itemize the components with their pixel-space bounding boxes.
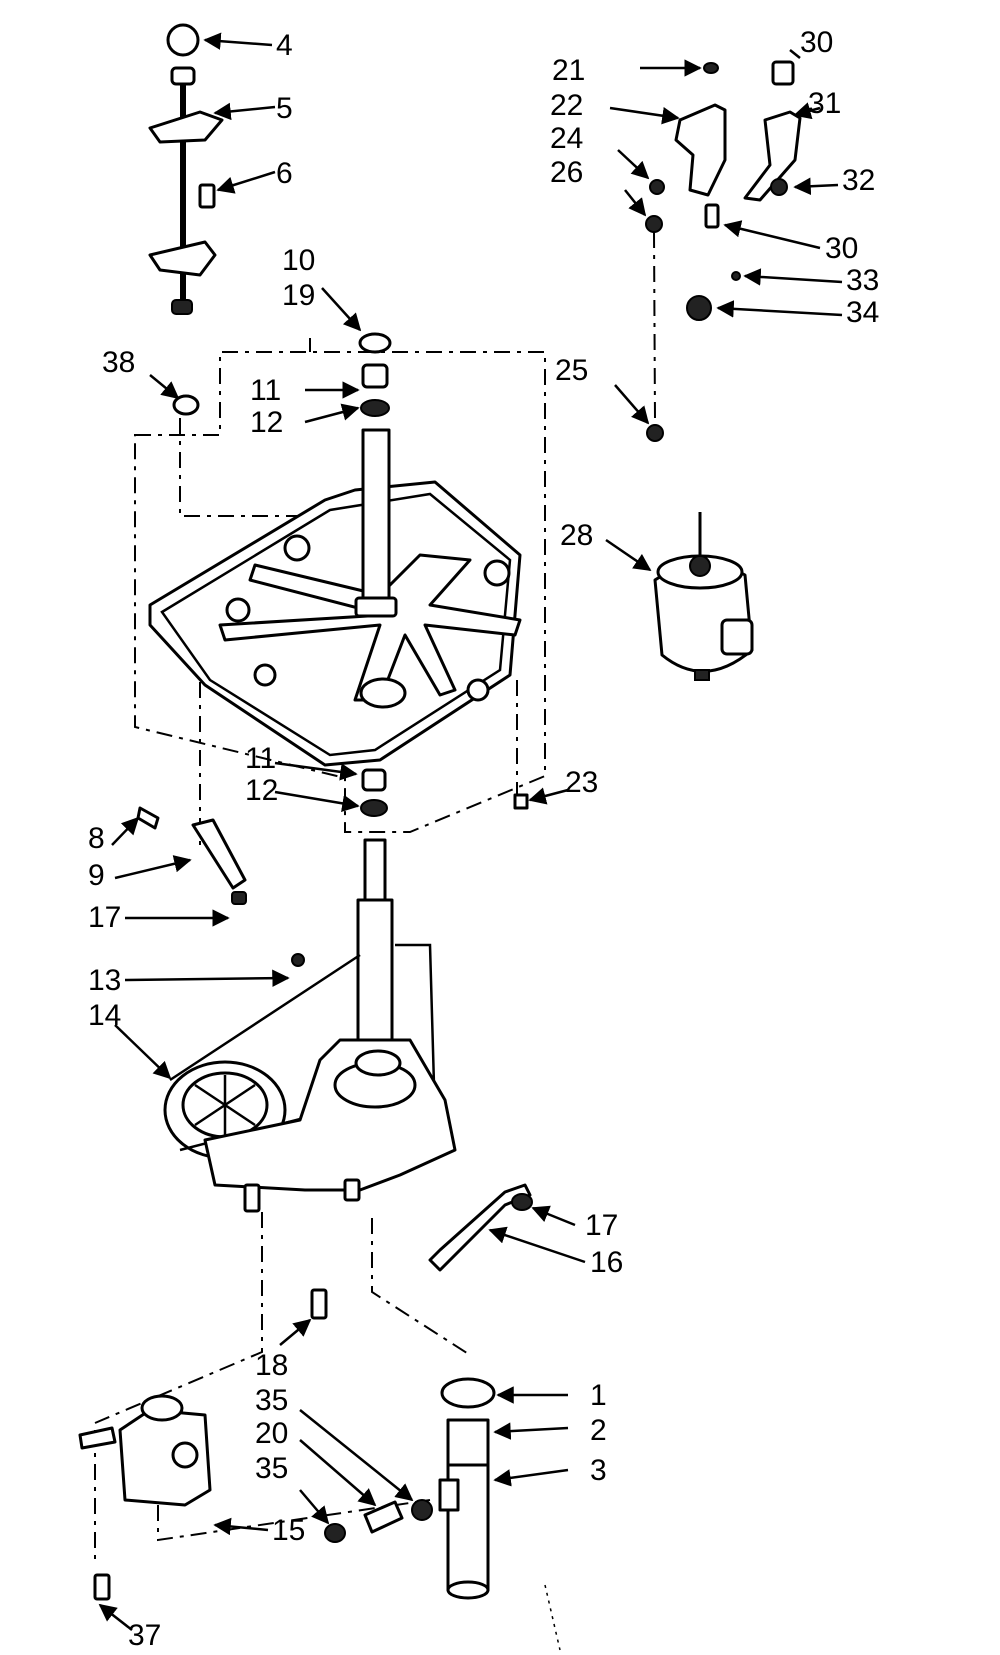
part-6-screw — [198, 183, 216, 209]
part-11-bearing-lower — [361, 768, 387, 792]
label-10: 10 — [282, 244, 315, 277]
leader-dashed — [653, 231, 656, 421]
part-bushing — [170, 66, 196, 86]
label-26: 26 — [550, 156, 583, 189]
label-37: 37 — [128, 1619, 161, 1652]
part-rod-end — [171, 299, 193, 315]
callout-arrows — [98, 32, 843, 1631]
part-labels: 4 5 6 10 19 11 12 38 21 22 24 26 30 31 3… — [88, 26, 879, 1652]
part-23-clip — [513, 793, 529, 810]
label-1: 1 — [590, 1379, 607, 1412]
part-11-bearing — [361, 363, 389, 389]
part-8-screw — [136, 806, 160, 830]
label-9: 9 — [88, 859, 105, 892]
part-15-pump — [78, 1394, 212, 1507]
part-37-screw — [93, 1573, 111, 1601]
label-30: 30 — [825, 232, 858, 265]
label-31: 31 — [808, 87, 841, 120]
boundary-outer — [134, 351, 546, 833]
part-4-knob — [166, 23, 200, 57]
label-11: 11 — [250, 374, 281, 407]
switch-hardware — [645, 60, 802, 442]
part-bracket-lower — [148, 240, 217, 277]
part-38-plug — [172, 394, 200, 416]
label-20: 20 — [255, 1417, 288, 1450]
label-17-left: 17 — [88, 901, 121, 934]
part-22-bracket — [674, 103, 727, 197]
label-5: 5 — [276, 92, 293, 125]
part-20-tube — [363, 1500, 404, 1534]
part-30-screw-top — [771, 60, 795, 86]
label-25: 25 — [555, 354, 588, 387]
part-28-motor — [653, 512, 754, 681]
label-2: 2 — [590, 1414, 607, 1447]
label-16: 16 — [590, 1246, 623, 1279]
boundary-inner — [179, 338, 316, 517]
label-4: 4 — [276, 29, 293, 62]
part-9-bracket — [191, 818, 247, 890]
part-12-washer — [360, 399, 390, 417]
part-21-nut — [703, 62, 719, 74]
label-24: 24 — [550, 122, 583, 155]
leader-dotted — [544, 1584, 561, 1651]
part-24-nut — [649, 179, 665, 195]
leader-pump-inlet — [157, 1499, 431, 1542]
label-17-right: 17 — [585, 1209, 618, 1242]
label-18: 18 — [255, 1349, 288, 1382]
leader-pump — [94, 1212, 263, 1424]
label-11-lower: 11 — [245, 742, 276, 775]
label-23: 23 — [565, 766, 598, 799]
label-33: 33 — [846, 264, 879, 297]
part-33-washer — [731, 271, 741, 281]
part-16-bracket — [428, 1183, 532, 1272]
part-35-clamp — [411, 1499, 433, 1521]
part-10-seal — [358, 332, 392, 354]
label-30-top: 30 — [800, 26, 833, 59]
label-15: 15 — [272, 1514, 305, 1547]
part-25-nut — [646, 424, 664, 442]
part-12-washer-lower — [360, 799, 388, 817]
label-34: 34 — [846, 296, 879, 329]
part-32-nut — [770, 178, 788, 196]
label-32: 32 — [842, 164, 875, 197]
part-18-screw — [310, 1288, 328, 1320]
label-8: 8 — [88, 822, 105, 855]
label-35-lower: 35 — [255, 1452, 288, 1485]
part-35-clamp-lower — [324, 1523, 346, 1543]
part-13-nut — [291, 953, 305, 967]
leader-hose — [371, 1218, 471, 1356]
label-28: 28 — [560, 519, 593, 552]
label-38: 38 — [102, 346, 135, 379]
part-17-nut — [231, 891, 247, 905]
part-5-bracket — [148, 110, 224, 144]
part-34-nut — [686, 295, 712, 321]
part-2-clamp — [446, 1418, 490, 1467]
label-14: 14 — [88, 999, 121, 1032]
label-12: 12 — [250, 406, 283, 439]
part-17-nut-right — [511, 1193, 533, 1211]
label-12-lower: 12 — [245, 774, 278, 807]
label-22: 22 — [550, 89, 583, 122]
part-shaft — [361, 428, 391, 612]
part-26-nut — [645, 215, 663, 233]
part-1-cap — [440, 1377, 496, 1409]
label-35: 35 — [255, 1384, 288, 1417]
part-3-branch — [438, 1478, 460, 1512]
label-13: 13 — [88, 964, 121, 997]
label-3: 3 — [590, 1454, 607, 1487]
hose-assembly — [324, 1377, 496, 1600]
transmission — [163, 838, 457, 1213]
base-plate — [148, 480, 522, 767]
label-21: 21 — [552, 54, 585, 87]
label-19: 19 — [282, 279, 315, 312]
knob-assembly — [148, 23, 224, 315]
label-6: 6 — [276, 157, 293, 190]
part-30-screw — [704, 203, 720, 229]
upper-shaft — [354, 332, 398, 618]
